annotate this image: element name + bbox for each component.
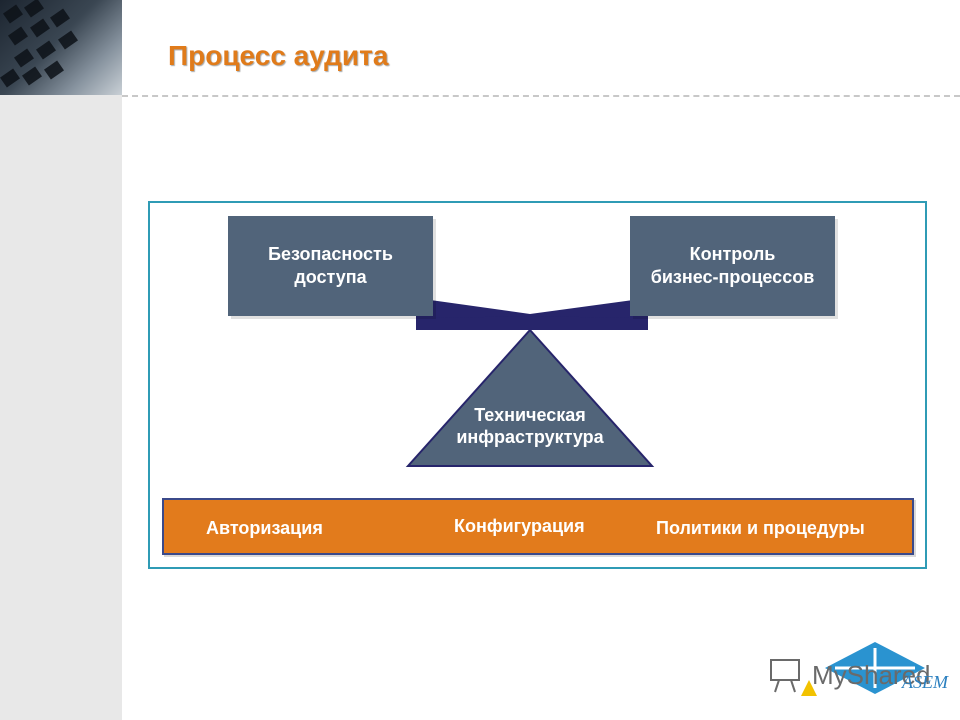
- left-sidebar-strip: [0, 95, 122, 720]
- logo-text: MyShared: [812, 660, 931, 690]
- myshared-logo: [770, 642, 925, 696]
- presenter-icon: [770, 659, 800, 693]
- access-security-box: Безопасность доступа: [228, 216, 433, 316]
- bar-item-authorization: Авторизация: [206, 518, 323, 538]
- technical-infrastructure-label: Техническая инфраструктура: [456, 405, 604, 447]
- title-divider: [122, 95, 960, 97]
- access-security-label: Безопасность доступа: [268, 244, 393, 287]
- fulcrum-triangle: [405, 328, 655, 467]
- page-title: Процесс аудита: [168, 40, 389, 71]
- keyboard-photo: [0, 0, 122, 95]
- business-process-control-box: Контроль бизнес-процессов: [630, 216, 835, 316]
- bar-item-policies: Политики и процедуры: [656, 518, 865, 538]
- diagram-frame: [148, 201, 927, 569]
- logo-subtext: ASEM: [902, 672, 948, 692]
- foundation-bar: Авторизация Конфигурация Политики и проц…: [162, 498, 914, 555]
- business-process-control-label: Контроль бизнес-процессов: [650, 244, 815, 287]
- scale-beam-notch: [434, 316, 630, 330]
- bar-item-configuration: Конфигурация: [454, 516, 585, 536]
